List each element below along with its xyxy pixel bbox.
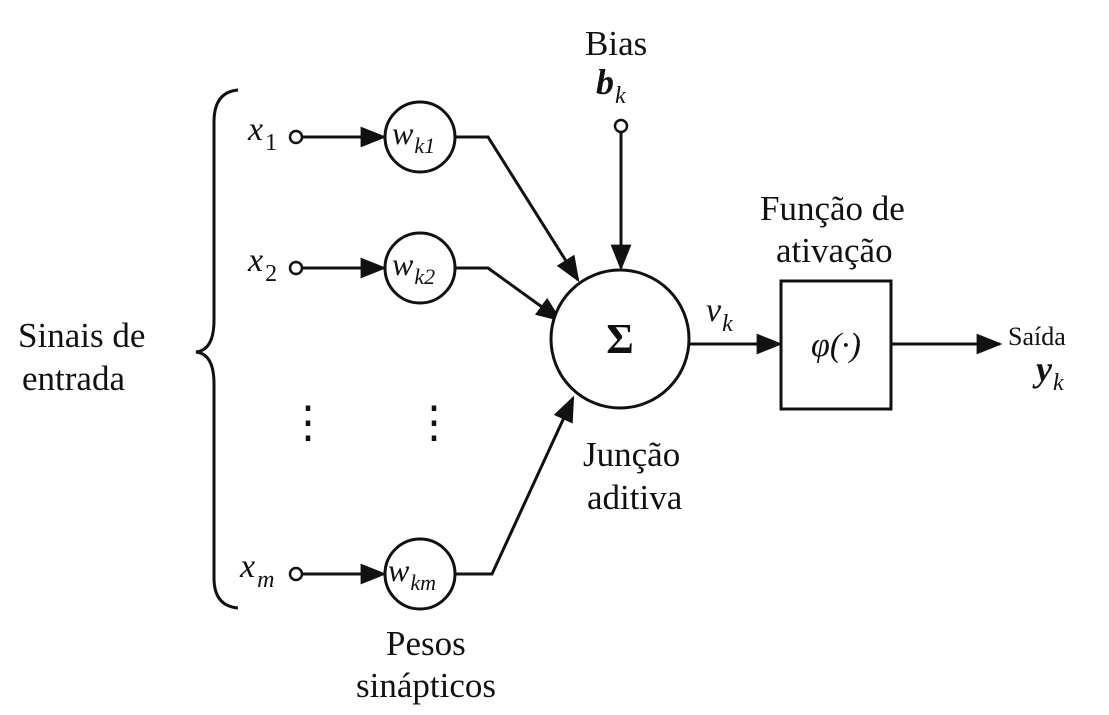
bias-label: Bias bbox=[585, 24, 647, 63]
wkm-to-sum-arrow bbox=[455, 395, 575, 576]
input-x2-label: x2 bbox=[247, 242, 277, 287]
input-x1-label: x1 bbox=[247, 111, 277, 156]
input-brace bbox=[195, 88, 239, 610]
input-xm-terminal bbox=[288, 566, 304, 582]
output-symbol: yk bbox=[1032, 349, 1064, 396]
input-xm-label: xm bbox=[239, 548, 274, 593]
activation-function-symbol: φ(·) bbox=[811, 327, 861, 364]
junction-label-line2: aditiva bbox=[587, 478, 683, 517]
weights-label-line2: sinápticos bbox=[356, 666, 496, 705]
wk1-to-sum-arrow bbox=[455, 135, 580, 283]
inputs-label-line1: Sinais de bbox=[18, 316, 145, 355]
input-x1-terminal bbox=[288, 129, 304, 145]
summing-junction-node bbox=[549, 268, 691, 410]
activation-function-box bbox=[779, 279, 893, 411]
inputs-label-line2: entrada bbox=[22, 359, 125, 398]
sum-symbol: Σ bbox=[606, 317, 633, 363]
wk2-to-sum-arrow bbox=[455, 266, 563, 322]
inputs-ellipsis: ⋮ bbox=[286, 398, 330, 447]
activation-label-line2: ativação bbox=[776, 231, 893, 270]
weights-label-line1: Pesos bbox=[386, 624, 466, 663]
weight-wkm-label: wkm bbox=[388, 552, 436, 595]
bias-terminal bbox=[613, 118, 629, 134]
weights-ellipsis: ⋮ bbox=[412, 398, 456, 447]
junction-label-line1: Junção bbox=[583, 435, 680, 474]
induced-field-label: vk bbox=[706, 292, 733, 337]
bias-symbol: bk bbox=[596, 62, 626, 109]
weight-wk2-label: wk2 bbox=[392, 246, 435, 289]
input-x2-terminal bbox=[288, 260, 304, 276]
activation-label-line1: Função de bbox=[760, 189, 905, 228]
weight-wk1-label: wk1 bbox=[392, 115, 435, 158]
output-label: Saída bbox=[1008, 322, 1066, 351]
